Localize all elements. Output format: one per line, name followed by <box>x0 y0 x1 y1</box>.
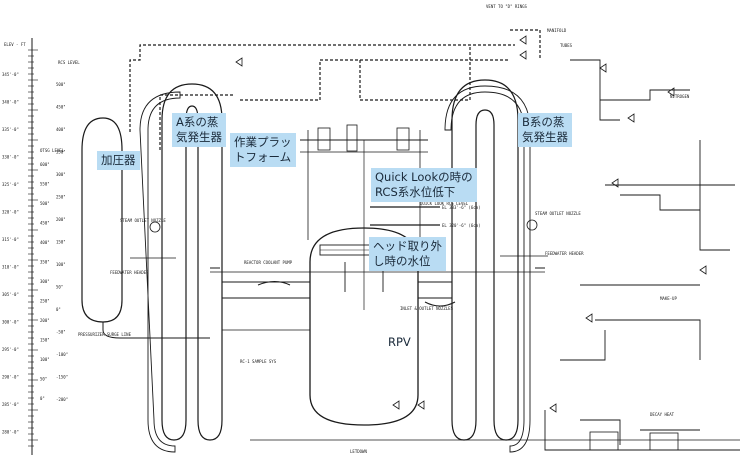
work-platform-callout: 作業プラッ トフォーム <box>230 133 296 167</box>
otsg-level-label: 0" <box>40 396 45 401</box>
rcs-level-label: 400" <box>56 127 66 132</box>
elevation-label: 300'-0" <box>2 320 19 325</box>
rcs-level-label: -50" <box>56 330 66 335</box>
tubes-label: TUBES <box>560 43 573 48</box>
rcs-level-label: -100" <box>56 352 68 357</box>
surge-line-label: PRESSURIZER SURGE LINE <box>78 332 132 337</box>
otsg-level-label: 50" <box>40 377 47 382</box>
elevation-scale <box>28 38 38 455</box>
elevation-label: 315'-0" <box>2 237 19 242</box>
otsg-level-label: 500" <box>40 201 50 206</box>
manifold-label: MANIFOLD <box>547 28 567 33</box>
rcs-level-label: 350" <box>56 150 66 155</box>
el-2-label: EL 320'-6" (6cm) <box>442 223 481 228</box>
elevation-label: 295'-0" <box>2 347 19 352</box>
rcs-level-label: -200" <box>56 397 68 402</box>
elevation-label: 340'-0" <box>2 100 19 105</box>
elevation-label: 285'-0" <box>2 402 19 407</box>
rcs-level-label: 300" <box>56 172 66 177</box>
otsg-level-label: 300" <box>40 279 50 284</box>
letdown-label: LETDOWN <box>350 449 367 454</box>
makeup-label: MAKE-UP <box>660 296 677 301</box>
elevation-label: 325'-0" <box>2 182 19 187</box>
rc-sample-label: RC-1 SAMPLE SYS <box>240 359 277 364</box>
nozzles-label: INLET & OUTLET NOZZLES <box>400 306 454 311</box>
elevation-label: 280'-0" <box>2 430 19 435</box>
decay-heat-label: DECAY HEAT <box>650 412 675 417</box>
rcs-level-label: 200" <box>56 217 66 222</box>
vent-piping <box>129 29 541 150</box>
valve-symbols <box>235 35 707 413</box>
nitrogen-label: NITROGEN <box>670 94 690 99</box>
rcs-level-label: -150" <box>56 375 68 380</box>
otsg-level-label: 550" <box>40 182 50 187</box>
rcs-level-label: 50" <box>56 285 63 290</box>
elevation-label: 335'-0" <box>2 127 19 132</box>
otsg-level-label: 400" <box>40 240 50 245</box>
rcs-level-label: 450" <box>56 105 66 110</box>
otsg-level-label: 100" <box>40 357 50 362</box>
elevation-label: 330'-0" <box>2 155 19 160</box>
el-1-label: EL 333'-6" (6cm) <box>442 205 481 210</box>
otsg-level-label: 350" <box>40 260 50 265</box>
elevation-label: 345'-0" <box>2 72 19 77</box>
rcs-level-label: 0" <box>56 307 61 312</box>
steam-nozzle-b-label: STEAM OUTLET NOZZLE <box>535 211 581 216</box>
rcs-header: RCS LEVEL <box>58 60 80 65</box>
feedwater-b-label: FEEDWATER HEADER <box>545 251 584 256</box>
rcs-level-label: 100" <box>56 262 66 267</box>
otsg-level-label: 450" <box>40 221 50 226</box>
level-marks <box>370 206 440 226</box>
steam-nozzle-a-label: STEAM OUTLET NOZZLE <box>120 218 166 223</box>
feedwater-a-label: FEEDWATER HEADER <box>110 270 149 275</box>
pressurizer-vessel <box>81 117 210 339</box>
rpv-callout: RPV <box>388 335 411 349</box>
pressurizer-callout: 加圧器 <box>97 151 140 170</box>
otsg-level-label: 150" <box>40 338 50 343</box>
schematic-labels: VENT TO "D" RINGS PRESSURIZER SURGE LINE… <box>78 4 690 454</box>
auxiliary-piping <box>250 59 740 451</box>
steam-generator-a-callout: A系の蒸 気発生器 <box>172 113 226 147</box>
steam-generator-b-callout: B系の蒸 気発生器 <box>518 113 572 147</box>
otsg-level-label: 250" <box>40 299 50 304</box>
quick-look-level-label: QUICK LOOK RCS LEVEL <box>420 201 469 206</box>
rcs-level-label: 250" <box>56 195 66 200</box>
steam-generator-b <box>444 79 548 453</box>
elevation-label: 310'-0" <box>2 265 19 270</box>
rcs-level-label: 150" <box>56 240 66 245</box>
top-vent-label: VENT TO "D" RINGS <box>486 4 528 9</box>
elevation-label: 305'-0" <box>2 292 19 297</box>
otsg-level-label: 200" <box>40 318 50 323</box>
quick-look-callout: Quick Lookの時の RCS系水位低下 <box>371 168 477 202</box>
rcs-level-label: 500" <box>56 82 66 87</box>
elevation-label: 290'-0" <box>2 375 19 380</box>
head-removal-callout: ヘッド取り外 し時の水位 <box>369 237 446 271</box>
primary-loop-piping <box>210 267 545 331</box>
elevation-label: 320'-0" <box>2 210 19 215</box>
elev-header: ELEV - FT <box>4 42 26 47</box>
otsg-level-label: 600" <box>40 162 50 167</box>
rcp-label: REACTOR COOLANT PUMP <box>244 260 293 265</box>
scale-text: ELEV - FT RCS LEVEL OTSG LEVEL 345'-0" 34… <box>2 42 80 435</box>
otsg-header: OTSG LEVEL <box>40 148 65 153</box>
